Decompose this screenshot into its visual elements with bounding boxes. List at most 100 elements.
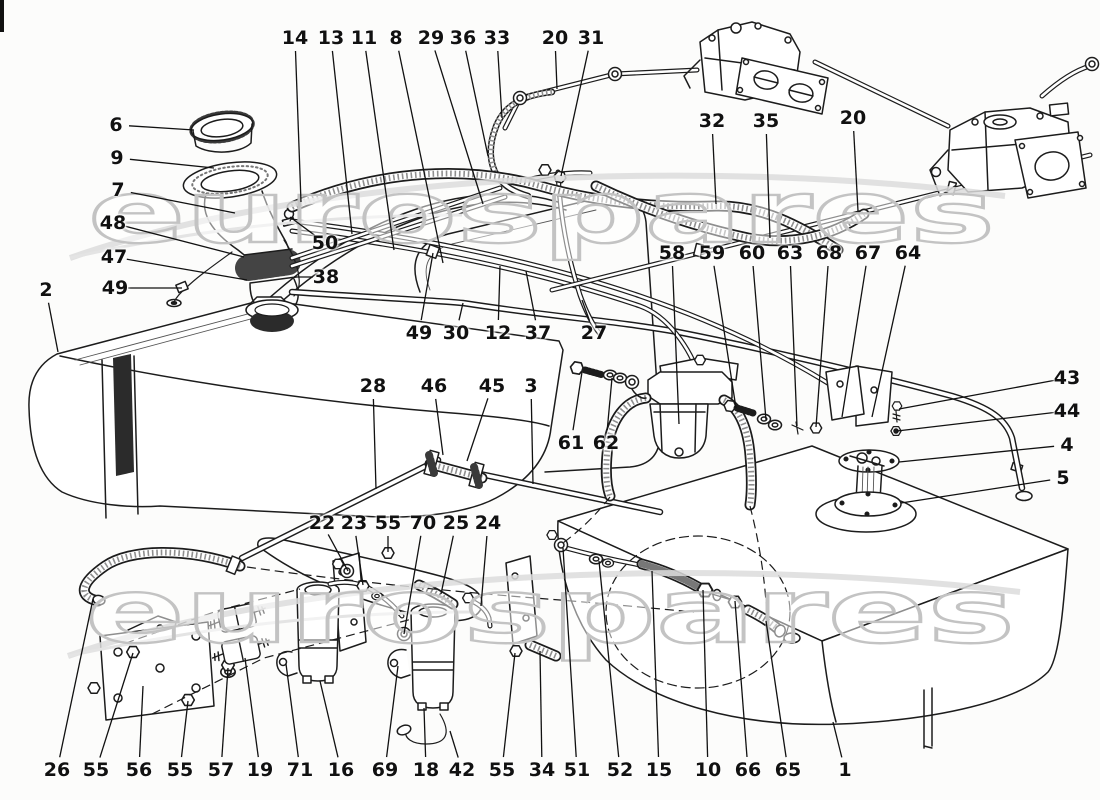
callout-4: 4: [1060, 434, 1074, 456]
callout-49: 49: [101, 277, 129, 299]
callout-35: 35: [752, 110, 780, 132]
callout-23: 23: [340, 512, 368, 534]
carburetor-left: [683, 21, 829, 115]
callout-63: 63: [776, 242, 804, 264]
callout-31: 31: [577, 27, 605, 49]
callout-13: 13: [317, 27, 345, 49]
filler-flange: [182, 161, 278, 199]
hose-inlet: [783, 632, 801, 644]
hose-clip: [175, 280, 189, 294]
callout-8: 8: [389, 27, 403, 49]
callout-34: 34: [528, 759, 556, 781]
callout-55: 55: [82, 759, 110, 781]
callout-33: 33: [483, 27, 511, 49]
callout-10: 10: [694, 759, 722, 781]
callout-7: 7: [111, 179, 125, 201]
callout-68: 68: [815, 242, 843, 264]
callout-19: 19: [246, 759, 274, 781]
callout-58: 58: [658, 242, 686, 264]
callout-9: 9: [110, 147, 124, 169]
assembly-dashed-lines: [111, 496, 768, 715]
fuel-pumps-group: [87, 547, 562, 745]
pump-wire: [405, 713, 447, 745]
callout-55: 55: [166, 759, 194, 781]
banjo-fitting: [512, 90, 528, 106]
fuel-pump-16: [296, 581, 340, 684]
callout-16: 16: [327, 759, 355, 781]
callout-25: 25: [442, 512, 470, 534]
right-fuel-tank: [557, 445, 1069, 749]
nut-55: [87, 682, 101, 694]
hose-34: [528, 642, 558, 659]
callout-67: 67: [854, 242, 882, 264]
callout-27: 27: [580, 322, 608, 344]
filler-cap: [189, 110, 255, 153]
callout-28: 28: [359, 375, 387, 397]
fuel-pump-18: [410, 603, 456, 711]
callout-43: 43: [1053, 367, 1081, 389]
callout-60: 60: [738, 242, 766, 264]
callout-32: 32: [698, 110, 726, 132]
pipe-clamp: [425, 243, 441, 260]
fuel-filter-group: [568, 354, 903, 505]
callout-59: 59: [698, 242, 726, 264]
callout-20: 20: [839, 107, 867, 129]
callout-64: 64: [894, 242, 922, 264]
callout-69: 69: [371, 759, 399, 781]
callout-2: 2: [39, 279, 53, 301]
fuel-level-sender: [834, 449, 902, 517]
watermark-text-bottom: eurospares: [85, 559, 1015, 663]
callout-22: 22: [308, 512, 336, 534]
tank-hose-coupling: [242, 449, 660, 558]
callout-15: 15: [645, 759, 673, 781]
callout-50: 50: [311, 232, 339, 254]
leader-lines: [47, 50, 1055, 758]
callout-29: 29: [417, 27, 445, 49]
tank-feed-fittings: [546, 529, 786, 638]
callout-66: 66: [734, 759, 762, 781]
callout-30: 30: [442, 322, 470, 344]
watermark: eurospares eurospares: [67, 162, 1021, 664]
banjo-fitting: [607, 66, 623, 82]
callout-36: 36: [449, 27, 477, 49]
filter-canister: [649, 403, 709, 459]
callout-56: 56: [125, 759, 153, 781]
callout-12: 12: [484, 322, 512, 344]
spare-wheel-well-dashed: [605, 535, 791, 689]
callout-11: 11: [350, 27, 378, 49]
pipe-hanger: [692, 242, 705, 258]
bracket-67: [825, 365, 865, 421]
callout-20: 20: [541, 27, 569, 49]
callout-38: 38: [312, 266, 340, 288]
filter-head: [647, 371, 733, 405]
callout-18: 18: [412, 759, 440, 781]
callout-26: 26: [43, 759, 71, 781]
callout-37: 37: [524, 322, 552, 344]
washer-60: [756, 413, 772, 425]
callout-45: 45: [478, 375, 506, 397]
callout-49: 49: [405, 322, 433, 344]
callout-5: 5: [1056, 467, 1070, 489]
callout-65: 65: [774, 759, 802, 781]
callout-47: 47: [100, 246, 128, 268]
callout-3: 3: [524, 375, 538, 397]
callout-48: 48: [99, 212, 127, 234]
callout-24: 24: [474, 512, 502, 534]
fuel-inlet-banjo: [730, 22, 742, 34]
callout-61: 61: [557, 432, 585, 454]
hose-clamp: [225, 555, 242, 576]
watermark-text-top: eurospares: [88, 163, 995, 263]
callout-55: 55: [374, 512, 402, 534]
carburetor-right: [929, 56, 1100, 199]
s-hose-26: [84, 552, 240, 605]
callout-1: 1: [838, 759, 852, 781]
callout-46: 46: [420, 375, 448, 397]
scan-edge-mark: [0, 0, 4, 32]
callout-51: 51: [563, 759, 591, 781]
callout-62: 62: [592, 432, 620, 454]
callout-57: 57: [207, 759, 235, 781]
callout-44: 44: [1053, 400, 1081, 422]
callout-6: 6: [109, 114, 123, 136]
